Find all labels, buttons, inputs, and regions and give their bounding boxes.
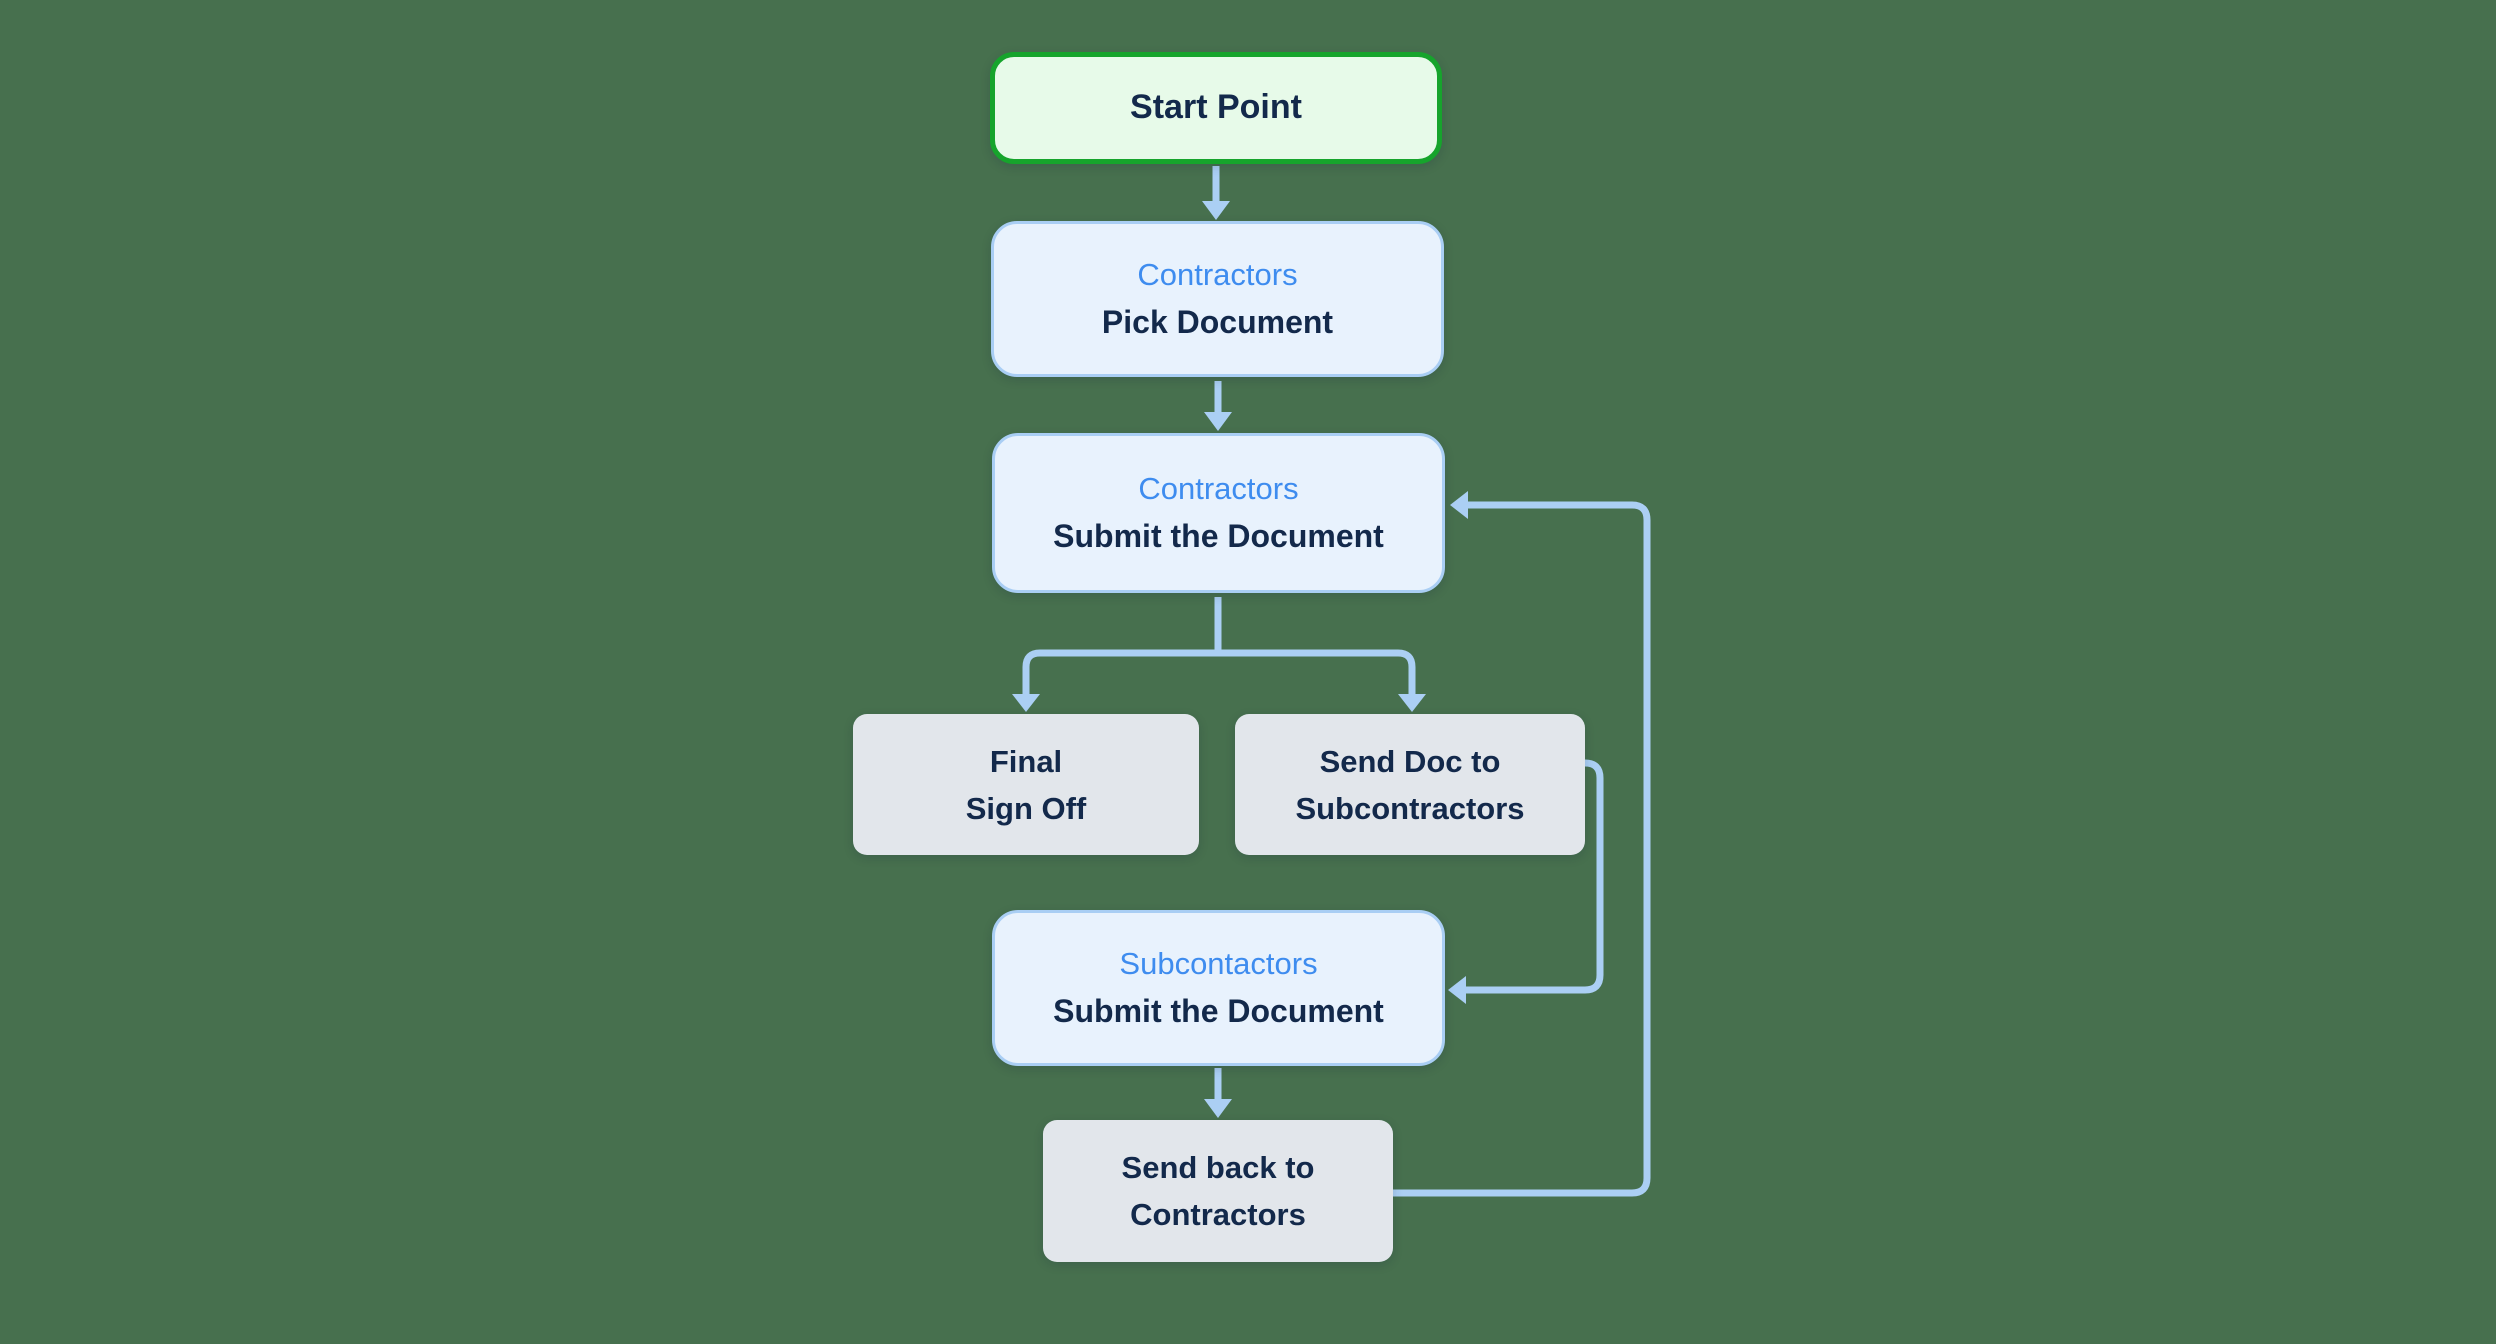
arrowhead-sendback-to-submit	[1450, 491, 1468, 519]
node-start-point[interactable]: Start Point	[990, 52, 1442, 164]
node-subcontactors-submit-document[interactable]: Subcontactors Submit the Document	[992, 910, 1445, 1066]
node-final-sign-off[interactable]: Final Sign Off	[853, 714, 1199, 855]
node-sendback-line2-label: Contractors	[1130, 1197, 1306, 1232]
node-senddoc-line2-label: Subcontractors	[1295, 790, 1525, 826]
arrowhead-submit-to-final	[1012, 694, 1040, 712]
arrowhead-start-to-pick	[1202, 201, 1230, 220]
arrowhead-submit-to-senddoc	[1398, 694, 1426, 712]
node-contractors-pick-document[interactable]: Contractors Pick Document	[991, 221, 1444, 377]
edge-sendback-to-submit-loop	[1392, 501, 1651, 1197]
node-contractors-submit-document[interactable]: Contractors Submit the Document	[992, 433, 1445, 593]
node-subsubmit-role-label: Subcontactors	[1119, 945, 1318, 981]
node-start-point-label: Start Point	[1130, 88, 1302, 127]
node-submit-role-label: Contractors	[1138, 470, 1299, 506]
node-send-back-to-contractors[interactable]: Send back to Contractors	[1043, 1120, 1393, 1262]
edge-senddoc-to-subsubmit	[1464, 759, 1604, 994]
node-final-line1-label: Final	[989, 743, 1063, 779]
node-pick-title-label: Pick Document	[1101, 304, 1334, 341]
node-send-doc-to-subcontractors[interactable]: Send Doc to Subcontractors	[1235, 714, 1585, 855]
node-pick-role-label: Contractors	[1137, 256, 1298, 292]
node-senddoc-line1-label: Send Doc to	[1319, 743, 1501, 779]
node-submit-title-label: Submit the Document	[1053, 518, 1384, 555]
edge-branch-rail	[1022, 649, 1416, 696]
arrowhead-senddoc-to-subsubmit	[1448, 976, 1466, 1004]
arrowhead-pick-to-submit	[1204, 412, 1232, 431]
node-final-line2-label: Sign Off	[965, 790, 1087, 826]
node-subsubmit-title-label: Submit the Document	[1053, 993, 1384, 1030]
node-sendback-line1-label: Send back to	[1121, 1150, 1315, 1185]
arrowhead-subsubmit-to-sendback	[1204, 1099, 1232, 1118]
